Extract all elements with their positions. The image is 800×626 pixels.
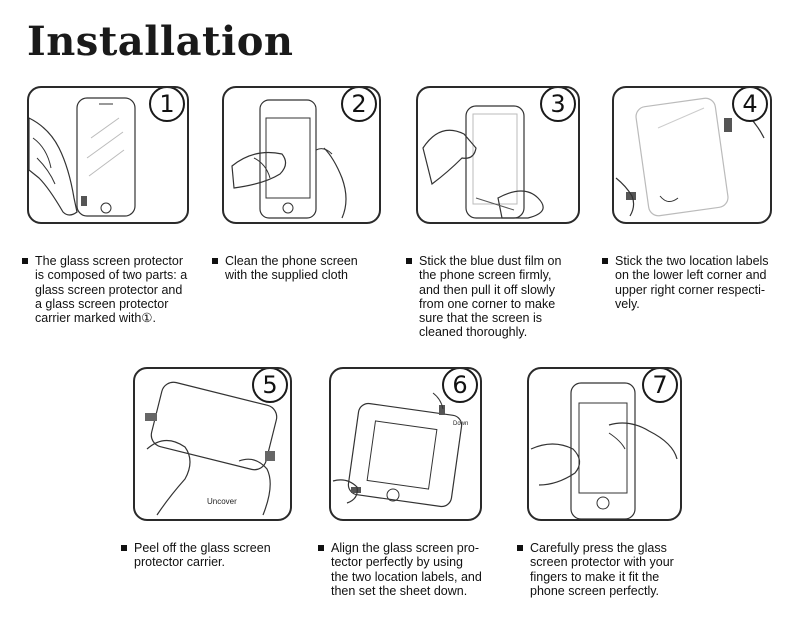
step-6-number: 6 [442, 369, 478, 403]
page-title: Installation [27, 18, 294, 65]
step-5-illustration: Uncover 5 [133, 367, 292, 521]
step-1-caption: The glass screen protector is composed o… [22, 254, 220, 325]
step-4-number: 4 [732, 88, 768, 122]
step-7-number: 7 [642, 369, 678, 403]
bullet-icon [121, 545, 127, 551]
step-2-illustration: 2 [222, 86, 381, 224]
step-6-illustration: Down 6 [329, 367, 482, 521]
dust-film-drawing [422, 105, 544, 219]
step-4-caption: Stick the two location labels on the low… [602, 254, 800, 311]
bullet-icon [22, 258, 28, 264]
bullet-icon [318, 545, 324, 551]
glass-protector-drawing [29, 97, 136, 217]
step-6-caption: Align the glass screen pro- tector perfe… [318, 541, 516, 598]
down-label: Down [453, 421, 469, 427]
bullet-icon [517, 545, 523, 551]
step-7-caption: Carefully press the glass screen protect… [517, 541, 715, 598]
bullet-icon [212, 258, 218, 264]
step-1-number: 1 [149, 88, 185, 122]
step-5-number: 5 [252, 369, 288, 403]
align-sheet-drawing [332, 392, 463, 508]
step-3-illustration: 3 [416, 86, 580, 224]
step-2-caption: Clean the phone screen with the supplied… [212, 254, 400, 283]
bullet-icon [602, 258, 608, 264]
step-3-caption: Stick the blue dust film on the phone sc… [406, 254, 599, 340]
phone-cleaning-drawing [231, 99, 347, 219]
uncover-label: Uncover [207, 497, 237, 506]
press-protector-drawing [530, 382, 678, 519]
step-3-number: 3 [540, 88, 576, 122]
peel-carrier-drawing [145, 381, 278, 516]
step-2-number: 2 [341, 88, 377, 122]
step-4-illustration: 4 [612, 86, 772, 224]
step-1-illustration: 1 [27, 86, 189, 224]
step-5-caption: Peel off the glass screen protector carr… [121, 541, 314, 570]
bullet-icon [406, 258, 412, 264]
step-7-illustration: 7 [527, 367, 682, 521]
